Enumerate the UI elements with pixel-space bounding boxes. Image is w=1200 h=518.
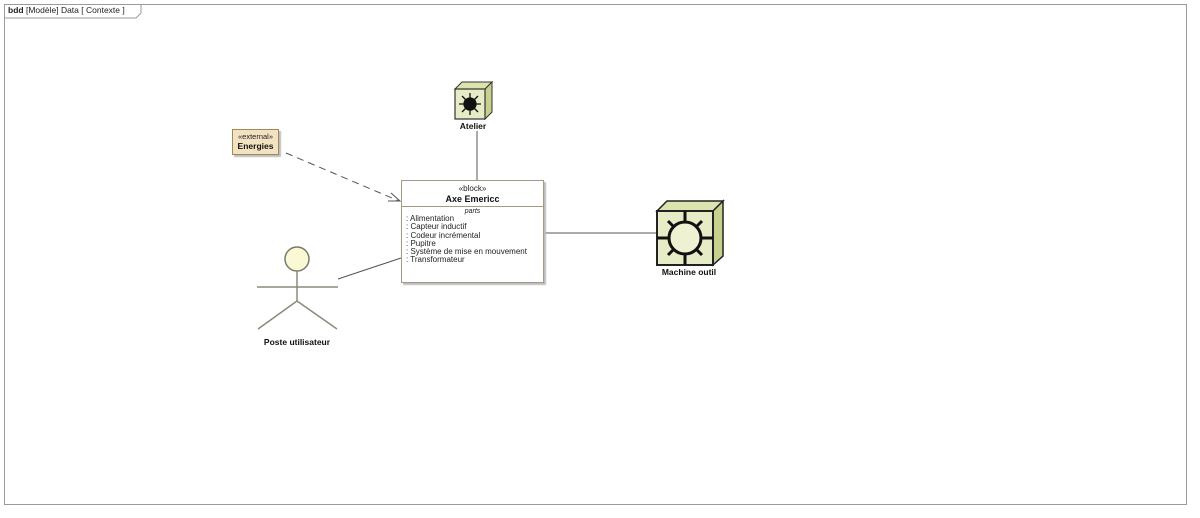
- external-energies[interactable]: «external» Energies: [232, 129, 279, 155]
- part-item[interactable]: : Codeur incrémental: [406, 230, 481, 240]
- part-item[interactable]: : Pupitre: [406, 238, 436, 248]
- parts-compartment-title: parts: [464, 208, 481, 215]
- gear-icon: [657, 211, 713, 265]
- external-name: Energies: [237, 141, 274, 151]
- block-axe-emericc[interactable]: «block» Axe Emericc parts : Alimentation…: [401, 180, 544, 283]
- machine-outil-label: Machine outil: [661, 267, 717, 277]
- atelier-label: Atelier: [459, 121, 487, 131]
- machine-outil-icon[interactable]: [655, 199, 725, 267]
- frame-diagram: [ Contexte ]: [81, 5, 125, 15]
- poste-utilisateur-icon[interactable]: [257, 246, 338, 330]
- dependency-energies-block: [285, 152, 400, 202]
- atelier-icon[interactable]: [453, 80, 494, 121]
- parts-list: : Alimentation : Capteur inductif : Code…: [402, 214, 543, 265]
- frame-tab-outline: [4, 4, 142, 19]
- connector-user-block: [337, 257, 402, 280]
- part-item[interactable]: : Système de mise en mouvement: [406, 247, 527, 257]
- frame-header: bdd [Modèle] Data [ Contexte ]: [8, 5, 125, 15]
- frame-kind: bdd: [8, 5, 24, 15]
- dependency-arrowhead: [388, 192, 402, 202]
- diagram-frame: [4, 4, 1187, 505]
- poste-utilisateur-label: Poste utilisateur: [263, 337, 331, 347]
- block-separator: [402, 206, 543, 207]
- part-item[interactable]: : Transformateur: [406, 255, 465, 265]
- frame-package: [Modèle]: [25, 5, 59, 15]
- frame-name: Data: [60, 5, 79, 15]
- block-name: Axe Emericc: [445, 194, 500, 204]
- block-stereotype: «block»: [458, 184, 487, 193]
- sun-icon: [459, 93, 481, 115]
- part-item[interactable]: : Capteur inductif: [406, 222, 467, 232]
- part-item[interactable]: : Alimentation: [406, 214, 455, 223]
- external-stereotype: «external»: [237, 132, 274, 141]
